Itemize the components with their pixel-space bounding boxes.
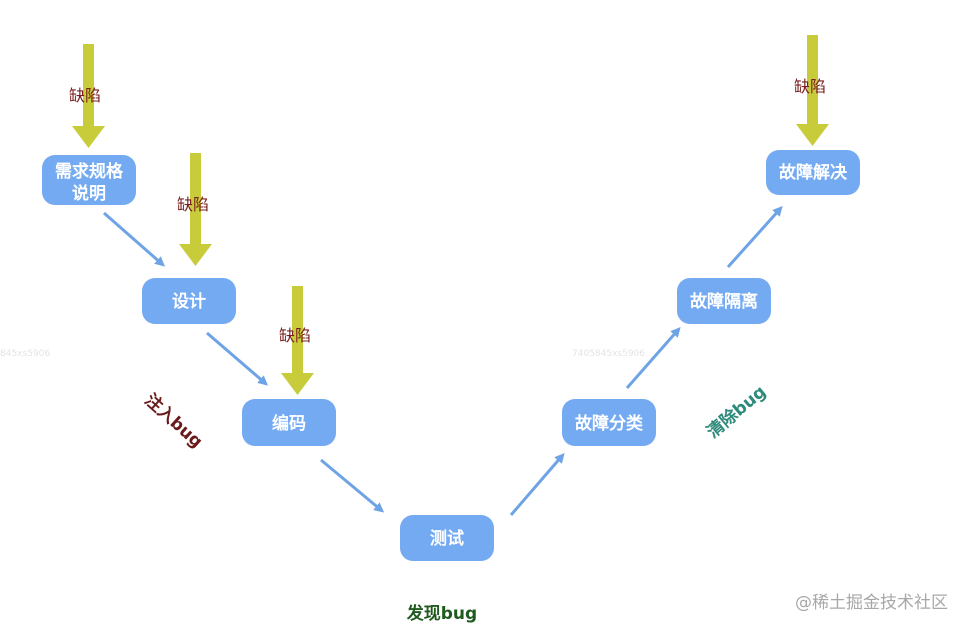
flow-arrow-coding-to-testing xyxy=(320,458,385,513)
node-fault-classify-label: 故障分类 xyxy=(575,413,644,434)
annotation-inject-bug: 注入bug xyxy=(140,390,206,453)
node-design-label: 设计 xyxy=(172,291,206,312)
node-requirements: 需求规格 说明 xyxy=(42,155,136,205)
node-fault-resolve: 故障解决 xyxy=(766,150,860,195)
defect-label-resolve: 缺陷 xyxy=(794,77,826,96)
node-coding: 编码 xyxy=(242,399,336,446)
flow-arrow-requirements-to-design xyxy=(103,211,166,267)
flow-arrow-testing-to-classify xyxy=(509,452,565,516)
node-testing-label: 测试 xyxy=(430,528,464,549)
node-requirements-line2: 说明 xyxy=(72,183,106,204)
defect-arrow-coding xyxy=(281,286,314,395)
node-fault-isolate-label: 故障隔离 xyxy=(690,291,758,312)
watermark-left: 845xs5906 xyxy=(0,349,50,359)
defect-arrow-requirements xyxy=(72,44,105,148)
annotation-clear-bug: 清除bug xyxy=(703,381,770,442)
defect-arrow-design xyxy=(179,153,212,266)
node-requirements-line1: 需求规格 xyxy=(55,161,124,182)
flow-arrow-classify-to-isolate xyxy=(625,326,681,389)
node-fault-classify: 故障分类 xyxy=(562,399,656,446)
defect-arrow-resolve xyxy=(796,35,829,146)
defect-label-design: 缺陷 xyxy=(177,195,209,214)
node-fault-resolve-label: 故障解决 xyxy=(779,162,848,183)
node-design: 设计 xyxy=(142,278,236,324)
node-testing: 测试 xyxy=(400,515,494,561)
defect-label-requirements: 缺陷 xyxy=(69,86,101,105)
watermark-center: 7405845xs5906 xyxy=(572,349,645,359)
defect-label-coding: 缺陷 xyxy=(279,326,311,345)
brand-watermark: @稀土掘金技术社区 xyxy=(795,593,948,613)
flow-arrow-design-to-coding xyxy=(206,331,269,386)
node-coding-label: 编码 xyxy=(272,413,306,434)
flow-arrow-isolate-to-resolve xyxy=(726,206,783,269)
node-fault-isolate: 故障隔离 xyxy=(677,278,771,324)
annotation-discover-bug: 发现bug xyxy=(406,603,477,624)
